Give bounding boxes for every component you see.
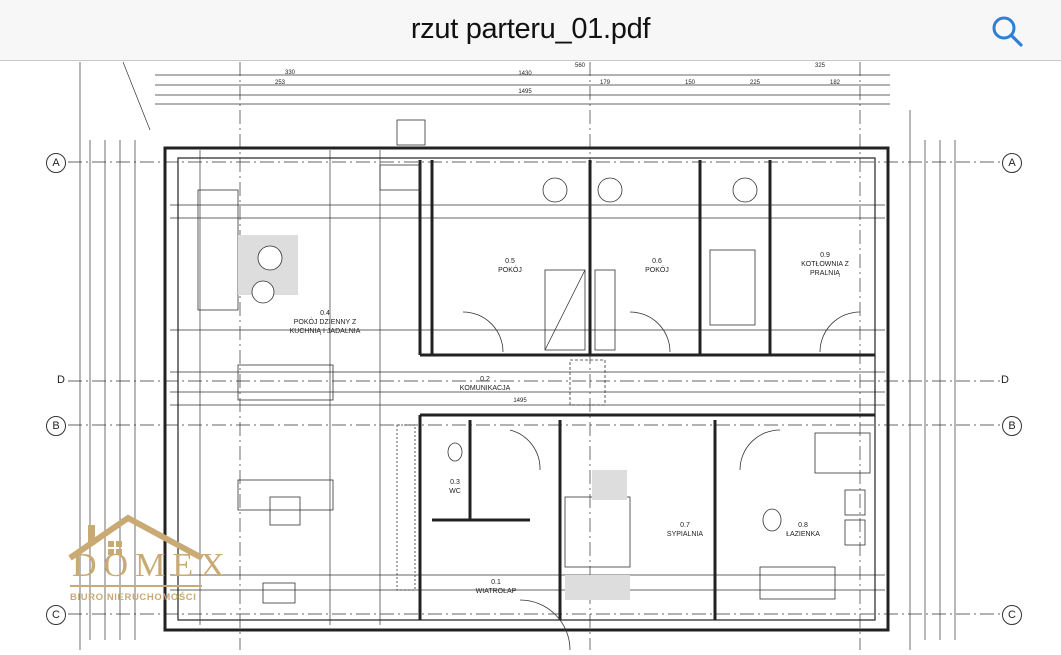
- dimension-label: 1430: [518, 71, 532, 77]
- axis-marker-c-right: C: [1002, 605, 1022, 625]
- axis-marker-a-right: A: [1002, 153, 1022, 173]
- dimension-label: 325: [814, 63, 825, 69]
- section-marker-d-right: D: [1001, 374, 1009, 386]
- search-icon: [992, 16, 1023, 47]
- watermark-subtitle: BIURO NIERUCHOMOŚCI: [70, 592, 197, 603]
- dimension-label: 330: [284, 70, 295, 76]
- dimension-label: 182: [829, 80, 840, 86]
- corridor-dimension-label: 1495: [513, 398, 527, 404]
- watermark-brand: DOMEX: [72, 547, 232, 584]
- dimension-label: 179: [599, 80, 610, 86]
- dimension-label: 560: [574, 63, 585, 69]
- section-marker-d-left: D: [57, 374, 65, 386]
- dimension-label: 1495: [518, 89, 532, 95]
- floor-plan-drawing: [68, 61, 1000, 651]
- dimension-label: 150: [684, 80, 695, 86]
- domex-logo-house-icon: [68, 514, 204, 587]
- document-title: rzut parteru_01.pdf: [410, 13, 651, 45]
- pdf-viewer-toolbar: rzut parteru_01.pdf: [0, 0, 1061, 61]
- dimension-label: 225: [749, 80, 760, 86]
- axis-marker-b-left: B: [46, 416, 66, 436]
- axis-marker-c-left: C: [46, 605, 66, 625]
- search-button[interactable]: [988, 12, 1026, 50]
- axis-marker-b-right: B: [1002, 416, 1022, 436]
- dimension-label: 253: [274, 80, 285, 86]
- axis-marker-a-left: A: [46, 153, 66, 173]
